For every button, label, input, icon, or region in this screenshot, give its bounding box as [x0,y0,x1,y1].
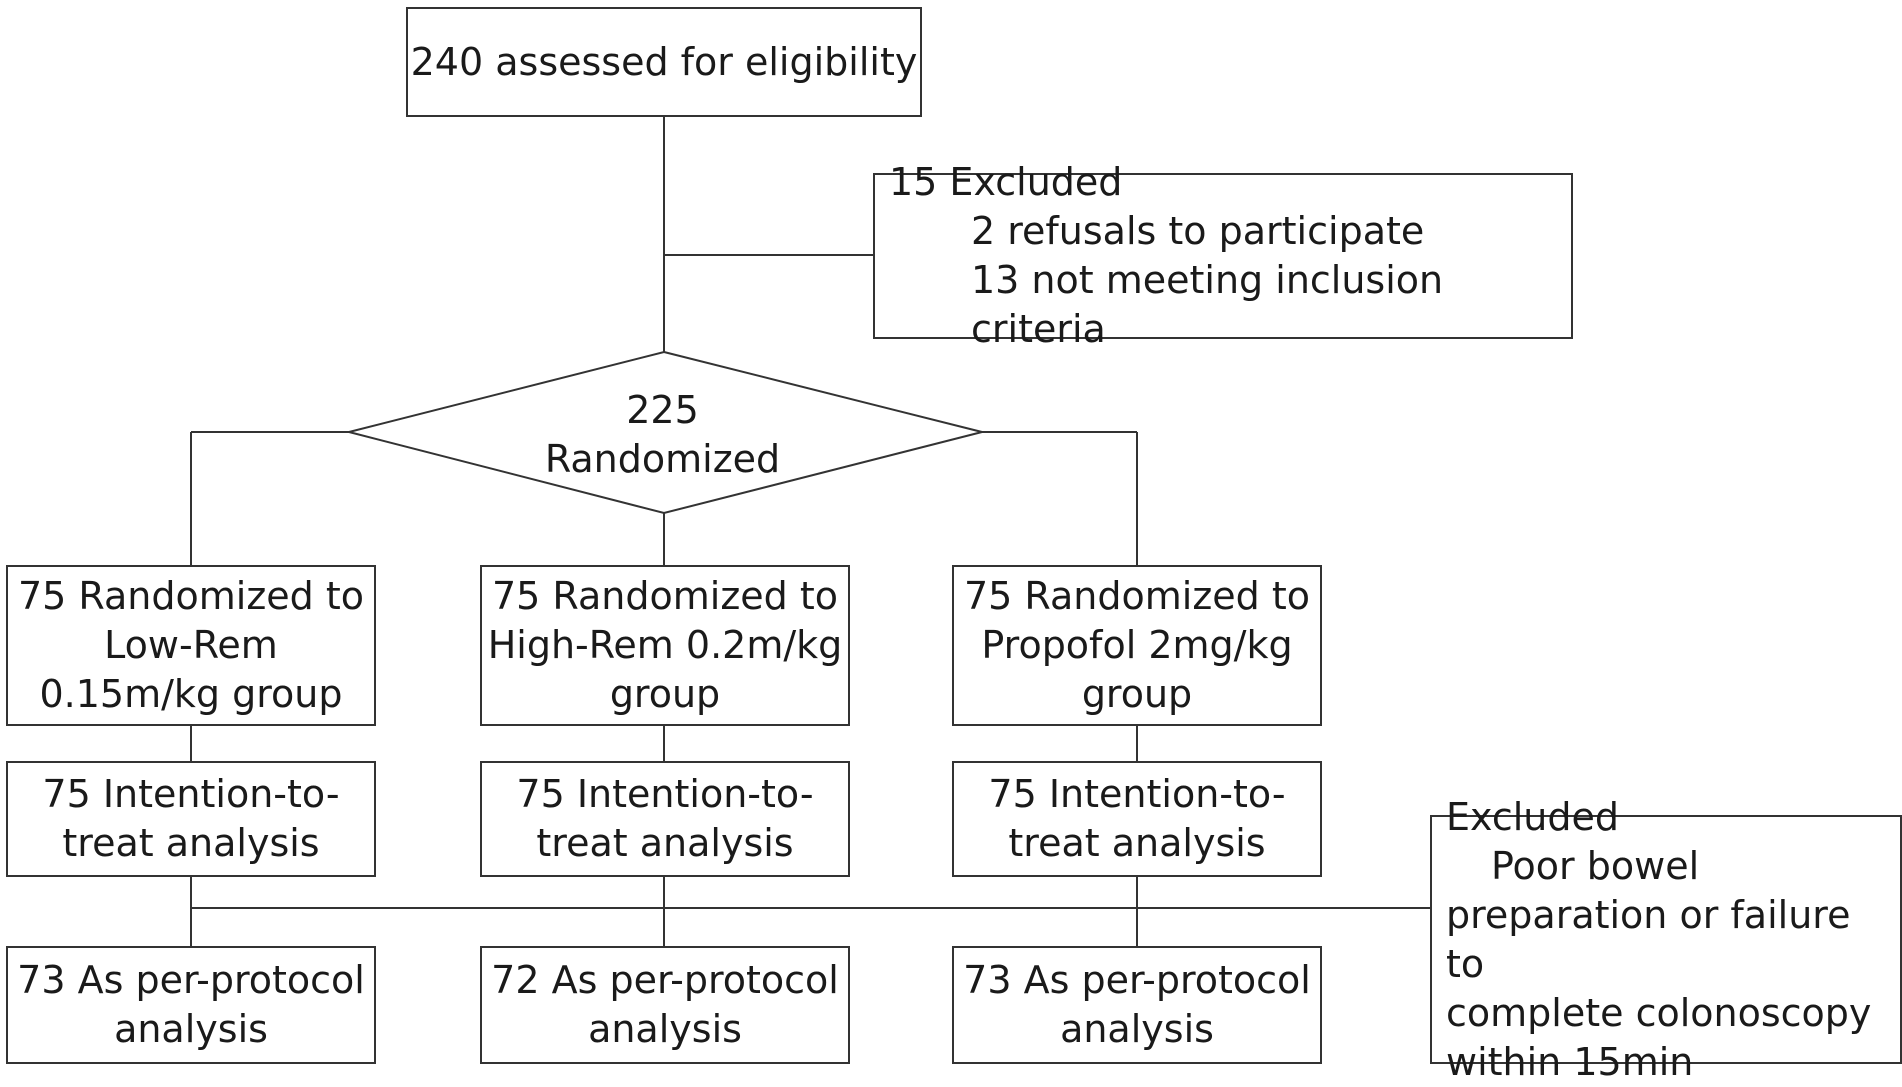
excluded-followup-line: Poor bowel [1491,843,1700,888]
excluded-followup-title: Excluded [1446,794,1619,839]
allocation-line: 75 Randomized to [18,574,364,618]
randomized-count: 225 [626,388,699,432]
randomized-label: 225 Randomized [460,380,865,490]
pp-box-propofol: 73 As per-protocol analysis [952,946,1322,1064]
excluded-initial-title: 15 Excluded [889,160,1123,204]
itt-box-propofol: 75 Intention-to- treat analysis [952,761,1322,877]
excluded-followup-line: complete colonoscopy [1446,990,1872,1035]
pp-line: 73 As per-protocol [963,958,1311,1002]
allocation-line: 75 Randomized to [964,574,1310,618]
excluded-followup-line: within 15min [1446,1039,1694,1084]
excluded-reason: 2 refusals to participate [971,209,1425,253]
itt-line: 75 Intention-to- [42,772,340,816]
allocation-box-propofol: 75 Randomized to Propofol 2mg/kg group [952,565,1322,726]
itt-box-high-rem: 75 Intention-to- treat analysis [480,761,850,877]
allocation-line: 0.15m/kg group [39,672,343,716]
allocation-line: 75 Randomized to [492,574,838,618]
pp-line: analysis [114,1007,268,1051]
allocation-line: group [609,672,721,716]
excluded-followup-line: preparation or failure to [1446,892,1851,986]
allocation-line: Propofol 2mg/kg [981,623,1293,667]
pp-line: analysis [588,1007,742,1051]
allocation-line: group [1081,672,1193,716]
pp-box-low-rem: 73 As per-protocol analysis [6,946,376,1064]
excluded-reason: 13 not meeting inclusion criteria [971,258,1444,351]
itt-line: 75 Intention-to- [516,772,814,816]
allocation-box-high-rem: 75 Randomized to High-Rem 0.2m/kg group [480,565,850,726]
itt-line: treat analysis [536,821,794,865]
assessed-box: 240 assessed for eligibility [406,7,922,117]
assessed-text: 240 assessed for eligibility [410,39,918,84]
itt-box-low-rem: 75 Intention-to- treat analysis [6,761,376,877]
pp-line: 73 As per-protocol [17,958,365,1002]
itt-line: treat analysis [1008,821,1266,865]
pp-line: 72 As per-protocol [491,958,839,1002]
allocation-box-low-rem: 75 Randomized to Low-Rem 0.15m/kg group [6,565,376,726]
allocation-line: High-Rem 0.2m/kg [487,623,843,667]
itt-line: 75 Intention-to- [988,772,1286,816]
itt-line: treat analysis [62,821,320,865]
allocation-line: Low-Rem [104,623,278,667]
excluded-followup-box: Excluded Poor bowel preparation or failu… [1430,795,1902,1084]
randomized-text: Randomized [544,437,781,481]
pp-box-high-rem: 72 As per-protocol analysis [480,946,850,1064]
excluded-initial-box: 15 Excluded 2 refusals to participate 13… [873,160,1573,351]
pp-line: analysis [1060,1007,1214,1051]
